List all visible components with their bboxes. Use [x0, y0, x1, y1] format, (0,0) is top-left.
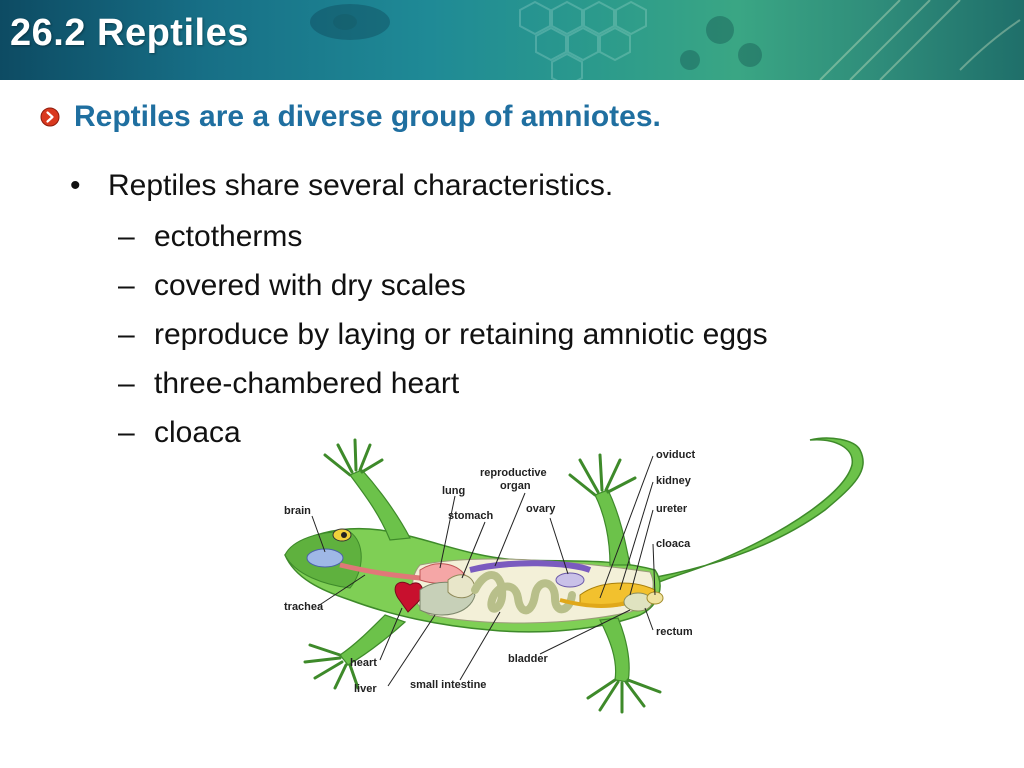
leader-lines: [311, 455, 656, 687]
label-heart: heart: [350, 657, 377, 669]
label-reproductive-organ-2: organ: [500, 480, 531, 492]
sub-item: –ectotherms: [118, 212, 768, 261]
sub-item: –three-chambered heart: [118, 359, 768, 408]
banner-background: [310, 0, 1021, 80]
dash: –: [118, 268, 135, 302]
sub-item: –covered with dry scales: [118, 261, 768, 310]
sub-item: –cloaca: [118, 408, 768, 457]
label-ureter: ureter: [656, 503, 688, 515]
dash: –: [118, 366, 135, 400]
label-cloaca: cloaca: [656, 538, 691, 550]
sub-item: –reproduce by laying or retaining amniot…: [118, 310, 768, 359]
label-trachea: trachea: [284, 601, 324, 613]
label-kidney: kidney: [656, 475, 692, 487]
header-banner: 26.2 Reptiles: [0, 0, 1024, 80]
label-liver: liver: [354, 683, 377, 695]
label-reproductive-organ: reproductive: [480, 467, 547, 479]
lizard-illustration: [284, 437, 864, 714]
sub-item-text: covered with dry scales: [154, 268, 466, 302]
bullet-text: Reptiles share several characteristics.: [108, 169, 614, 202]
bullet-dot: •: [70, 169, 81, 202]
red-circle-arrow-icon: [40, 107, 60, 127]
dash: –: [118, 219, 135, 253]
bullet-item: • Reptiles share several characteristics…: [70, 166, 768, 206]
label-lung: lung: [442, 485, 465, 497]
banner-title: 26.2 Reptiles: [10, 12, 249, 54]
label-rectum: rectum: [656, 626, 693, 638]
sub-item-text: cloaca: [154, 415, 241, 449]
slide-heading-row: Reptiles are a diverse group of amniotes…: [40, 100, 661, 134]
bullet-list: • Reptiles share several characteristics…: [70, 166, 768, 457]
sub-item-text: reproduce by laying or retaining amnioti…: [154, 317, 768, 351]
lizard-anatomy-diagram: brain lung reproductive organ stomach ov…: [284, 437, 864, 714]
label-ovary: ovary: [526, 503, 556, 515]
dash: –: [118, 317, 135, 351]
label-small-intestine: small intestine: [410, 679, 486, 691]
label-bladder: bladder: [508, 653, 548, 665]
dash: –: [118, 415, 135, 449]
sub-item-text: three-chambered heart: [154, 366, 460, 400]
diagram-labels: brain lung reproductive organ stomach ov…: [284, 449, 695, 695]
label-brain: brain: [284, 505, 311, 517]
label-oviduct: oviduct: [656, 449, 695, 461]
label-stomach: stomach: [448, 510, 494, 522]
slide-heading: Reptiles are a diverse group of amniotes…: [74, 100, 661, 133]
sub-item-text: ectotherms: [154, 219, 303, 253]
